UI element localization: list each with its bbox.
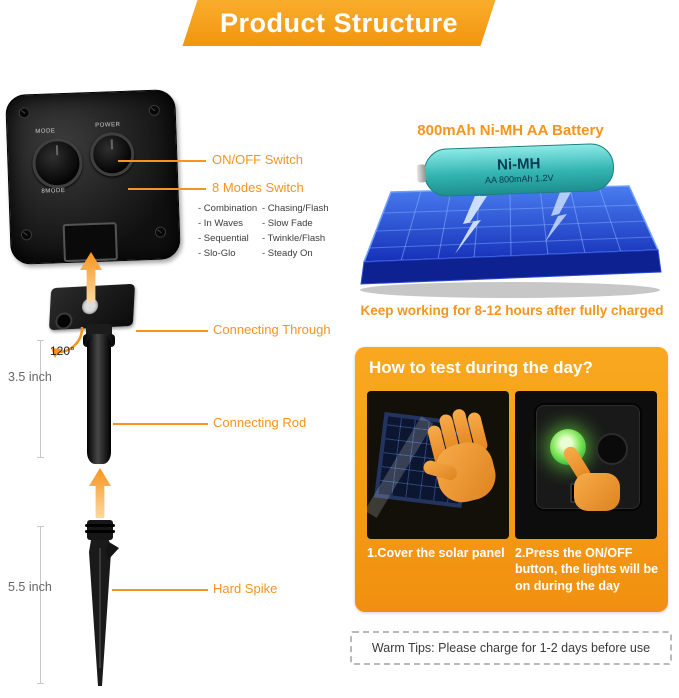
warm-tips-text: Warm Tips: Please charge for 1-2 days be… — [371, 641, 651, 655]
mode-item: - Combination — [198, 203, 258, 214]
leader-line — [128, 188, 206, 190]
battery-illustration: Ni-MH AA 800mAh 1.2V — [423, 142, 615, 198]
lightning-icon — [455, 196, 487, 254]
leader-line — [118, 160, 206, 162]
mode-item: - Chasing/Flash — [262, 203, 329, 214]
page-title: Product Structure — [219, 8, 459, 38]
rod-length-label: 3.5 inch — [8, 370, 52, 384]
leader-line — [136, 330, 208, 332]
hand-icon — [422, 399, 509, 530]
power-knob-icon — [89, 131, 135, 178]
leader-line — [112, 589, 208, 591]
angle-label: 120° — [50, 344, 75, 358]
mode-item: - Twinkle/Flash — [262, 233, 326, 244]
battery-title: 800mAh Ni-MH AA Battery — [417, 122, 604, 139]
runtime-note: Keep working for 8-12 hours after fully … — [360, 303, 664, 318]
leader-line — [113, 423, 208, 425]
measure-line — [37, 526, 44, 684]
test-step1-image — [367, 391, 509, 539]
connecting-rod-label: Connecting Rod — [213, 415, 307, 430]
mode-item: - In Waves — [198, 218, 244, 229]
mini-device-front — [534, 403, 642, 511]
mode-knob-icon — [31, 137, 84, 190]
mode-item: - Steady On — [262, 248, 313, 259]
test-guide-panel: How to test during the day? — [355, 347, 668, 612]
screw-icon — [20, 229, 33, 241]
screw-icon — [154, 226, 167, 238]
angle-arc-icon — [51, 326, 84, 358]
device-back-illustration: MODE POWER 8MODE — [5, 89, 181, 265]
connecting-rod-illustration — [87, 334, 111, 464]
test-step2-caption: 2.Press the ON/OFF button, the lights wi… — [515, 546, 659, 593]
up-arrow-icon — [89, 468, 111, 518]
title-banner: Product Structure — [182, 0, 496, 46]
measure-line — [37, 340, 44, 458]
pointing-hand-icon — [560, 444, 632, 517]
hard-spike-label: Hard Spike — [213, 581, 278, 596]
screw-icon — [18, 107, 30, 119]
knob-label-mode: MODE — [35, 128, 56, 135]
lightning-icon — [545, 192, 571, 242]
connecting-through-label: Connecting Through — [213, 322, 331, 337]
mode-item: - Slow Fade — [262, 218, 313, 229]
knob-label-8mode: 8MODE — [41, 187, 66, 195]
mode-knob-icon — [596, 433, 628, 465]
solar-panel-illustration — [360, 185, 662, 298]
battery-brand-label: Ni-MH — [496, 154, 541, 174]
warm-tips-box: Warm Tips: Please charge for 1-2 days be… — [350, 631, 672, 665]
test-step2-image — [515, 391, 657, 539]
knob-label-power: POWER — [95, 122, 121, 129]
test-guide-title: How to test during the day? — [369, 358, 593, 377]
battery-spec-label: AA 800mAh 1.2V — [484, 172, 554, 185]
screw-icon — [148, 104, 160, 117]
mode-item: - Slo-Glo — [198, 248, 236, 259]
mode-item: - Sequential — [198, 233, 249, 244]
onoff-switch-label: ON/OFF Switch — [212, 152, 304, 167]
spike-length-label: 5.5 inch — [8, 580, 52, 594]
modes-list: - Combination - Chasing/Flash - In Waves… — [198, 203, 362, 259]
modes-switch-label: 8 Modes Switch — [212, 180, 304, 195]
test-step1-caption: 1.Cover the solar panel — [367, 546, 505, 560]
hard-spike-illustration — [85, 520, 119, 686]
